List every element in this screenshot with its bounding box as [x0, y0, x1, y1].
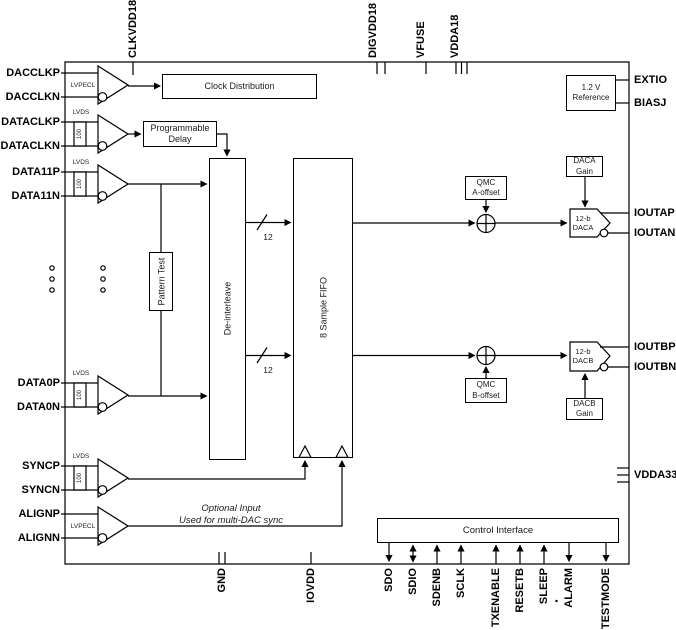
- deinterleave-label: De-interleave: [222, 281, 232, 336]
- pin-label-extio: EXTIO: [634, 74, 668, 86]
- pin-label-sdio: SDIO: [406, 568, 419, 595]
- pin-label-vdda18: VDDA18: [448, 14, 461, 58]
- termination-100-data0: 100: [77, 390, 83, 401]
- pin-label-txenable: TXENABLE: [489, 568, 502, 628]
- sum-junction-b: [477, 347, 495, 365]
- repeat-ellipsis-dots: [50, 266, 105, 292]
- daca-gain-block: DACA Gain: [566, 156, 603, 177]
- dacb-label: 12-b DACB: [572, 346, 594, 365]
- pin-label-ioutan: IOUTAN: [634, 227, 676, 239]
- pin-label-dacclkp: DACCLKP: [6, 67, 60, 79]
- qmc-b-offset-block: QMC B-offset: [465, 378, 507, 403]
- buffer-inverting-bubbles: [98, 93, 107, 543]
- programmable-delay-block: Programmable Delay: [143, 121, 217, 147]
- pin-label-sclk: SCLK: [454, 568, 467, 598]
- lvds-label-dataclk: LVDS: [72, 109, 90, 116]
- pin-label-iovdd: IOVDD: [304, 568, 317, 603]
- output-pin-lines: [600, 80, 629, 367]
- pin-label-dataclkp: DATACLKP: [1, 116, 60, 128]
- termination-100-sync: 100: [77, 473, 83, 484]
- bus-width-label-b: 12: [263, 365, 273, 375]
- pin-label-biasj: BIASJ: [634, 97, 667, 109]
- pin-label-testmode: TESTMODE: [599, 568, 612, 630]
- lvds-label-sync: LVDS: [72, 453, 90, 460]
- termination-100-dataclk: 100: [77, 129, 83, 140]
- pin-label-sleep: SLEEP: [537, 568, 550, 605]
- pin-label-sdo: SDO: [382, 568, 395, 592]
- termination-100-data11: 100: [77, 179, 83, 190]
- pin-label-resetb: RESETB: [513, 568, 526, 613]
- pin-label-data0p: DATA0P: [17, 377, 60, 389]
- pin-label-ioutbp: IOUTBP: [634, 341, 676, 353]
- pin-label-clkvdd18: CLKVDD18: [126, 0, 139, 58]
- bottom-pin-ticks: [219, 552, 311, 564]
- signal-lines: [128, 82, 589, 526]
- pin-label-ioutap: IOUTAP: [634, 207, 675, 219]
- pin-label-sdenb: SDENB: [430, 568, 443, 607]
- pin-label-gnd: GND: [215, 568, 228, 593]
- pin-label-vdda33: VDDA33: [634, 469, 676, 481]
- lvds-label-data0: LVDS: [72, 370, 90, 377]
- pin-label-alignp: ALIGNP: [18, 508, 60, 520]
- pin-label-data11p: DATA11P: [12, 166, 60, 178]
- pin-label-digvdd18: DIGVDD18: [366, 2, 379, 58]
- pin-label-syncn: SYNCN: [21, 484, 60, 496]
- sum-junction-a: [477, 215, 495, 233]
- dacb-gain-block: DACB Gain: [566, 398, 603, 420]
- pin-label-alignn: ALIGNN: [17, 532, 60, 544]
- vdda33-ticks: [617, 468, 629, 482]
- lvpecl-label-dacclk: LVPECL: [70, 82, 96, 89]
- lvds-label-data11: LVDS: [72, 159, 90, 166]
- pin-label-vfuse: VFUSE: [414, 21, 427, 58]
- stray-mark: [555, 599, 558, 603]
- pin-label-data11n: DATA11N: [11, 190, 61, 202]
- pin-label-ioutbn: IOUTBN: [634, 361, 676, 373]
- bus-width-label-a: 12: [263, 232, 273, 242]
- pin-label-data0n: DATA0N: [17, 401, 60, 413]
- multi-dac-sync-note: Optional Input Used for multi-DAC sync: [179, 503, 283, 527]
- control-interface-block: Control Interface: [377, 518, 619, 543]
- reference-block: 1.2 V Reference: [566, 75, 616, 111]
- input-buffer-triangles: [98, 66, 128, 545]
- pin-label-dacclkn: DACCLKN: [5, 91, 60, 103]
- pin-label-dataclkn: DATACLKN: [0, 140, 60, 152]
- qmc-a-offset-block: QMC A-offset: [465, 176, 507, 200]
- clock-distribution-block: Clock Distribution: [162, 74, 317, 99]
- lvpecl-label-align: LVPECL: [70, 523, 96, 530]
- control-pin-lines: [385, 543, 610, 564]
- fifo-label: 8 Sample FIFO: [318, 276, 328, 339]
- pattern-test-label: Pattern Test: [156, 257, 166, 306]
- pin-label-syncp: SYNCP: [22, 460, 60, 472]
- pin-label-alarm: ALARM: [562, 568, 575, 608]
- daca-label: 12-b DACA: [572, 213, 594, 232]
